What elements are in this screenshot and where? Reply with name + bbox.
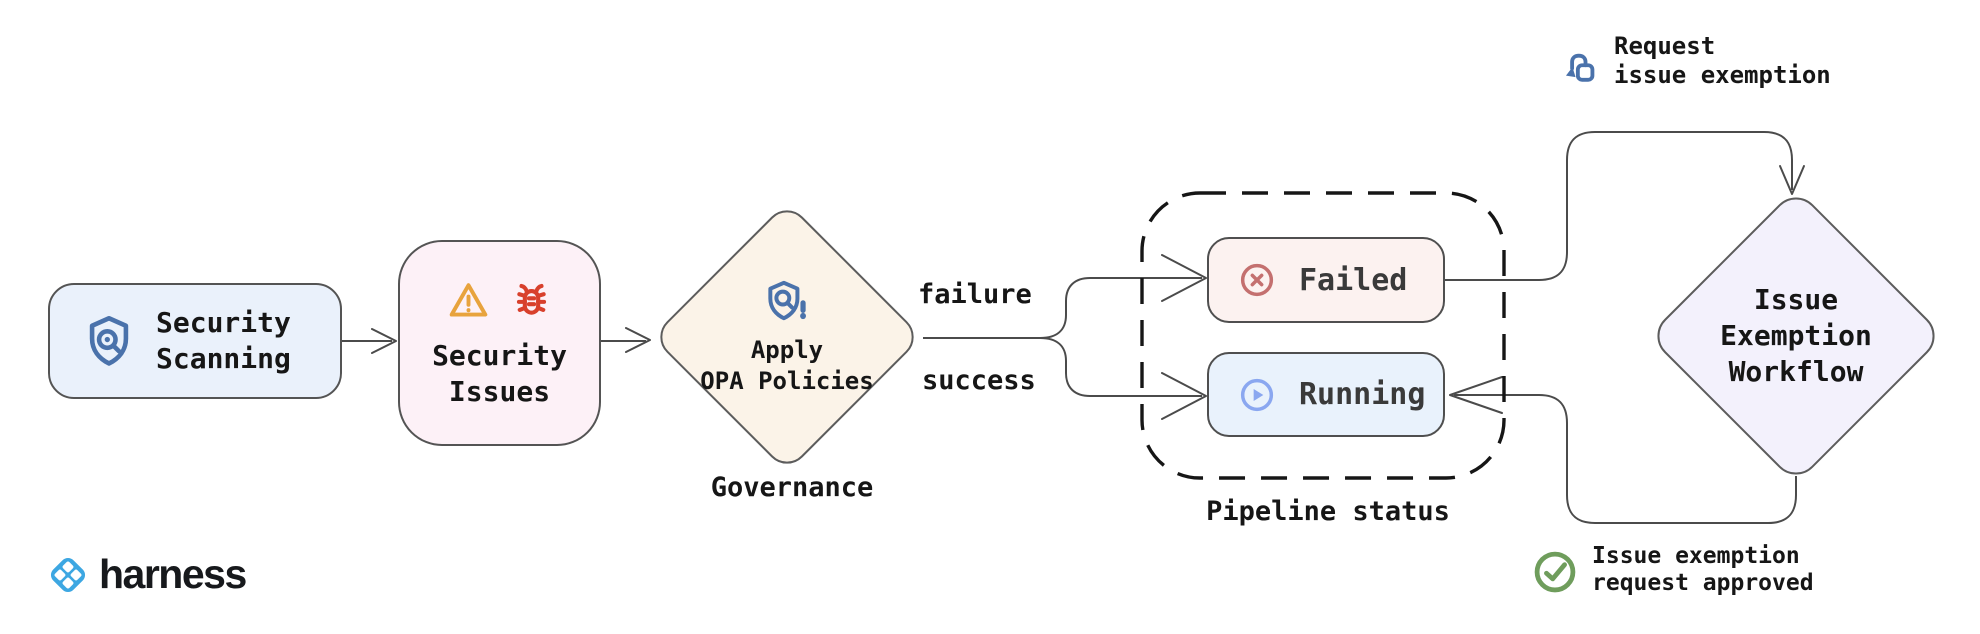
governance-caption: Governance <box>710 472 874 503</box>
node-label: Failed <box>1299 262 1408 298</box>
request-exemption-annotation: Request issue exemption <box>1556 32 1831 94</box>
node-label: Running <box>1299 377 1426 412</box>
circle-play-icon <box>1240 378 1274 411</box>
node-label: Apply OPA Policies <box>700 335 873 397</box>
edge-opa-branches <box>923 254 1207 420</box>
approved-annotation: Issue exemption request approved <box>1530 543 1814 597</box>
node-label-line: OPA Policies <box>700 367 874 395</box>
edge-exemption-to-running <box>1449 376 1797 524</box>
node-label-line: Workflow <box>1728 355 1864 388</box>
node-label-line: Security <box>432 338 567 372</box>
annotation-line: Request <box>1614 32 1716 60</box>
node-apply-opa-policies: Apply OPA Policies <box>651 201 923 473</box>
annotation-text: Issue exemption request approved <box>1592 543 1814 597</box>
hand-tap-icon <box>1565 53 1595 82</box>
harness-brand: harness <box>46 551 247 598</box>
node-security-issues: Security Issues <box>398 240 601 446</box>
node-label: Security Issues <box>432 338 567 410</box>
warning-triangle-icon <box>449 282 487 317</box>
node-label: Security Scanning <box>156 305 291 377</box>
bug-icon <box>516 283 546 315</box>
annotation-line: issue exemption <box>1614 61 1831 89</box>
node-issue-exemption-inner: Issue Exemption Workflow <box>1693 233 1899 439</box>
node-running: Running <box>1207 352 1445 437</box>
annotation-line: Issue exemption <box>1592 543 1800 569</box>
success-edge-label: success <box>922 365 1036 396</box>
circle-check-icon <box>1534 551 1576 593</box>
node-failed: Failed <box>1207 237 1445 323</box>
node-label-line: Security <box>156 306 291 339</box>
annotation-text: Request issue exemption <box>1614 32 1831 90</box>
node-label-line: Exemption <box>1720 319 1872 352</box>
edge-failed-to-exemption <box>1445 131 1805 281</box>
annotation-line: request approved <box>1592 570 1814 596</box>
node-label: Issue Exemption Workflow <box>1720 282 1872 390</box>
node-security-scanning: Security Scanning <box>48 283 342 399</box>
node-label-line: Issue <box>1753 283 1839 316</box>
node-label-line: Scanning <box>156 342 291 375</box>
edge-scanning-to-issues <box>342 328 397 354</box>
node-apply-opa-inner: Apply OPA Policies <box>693 243 881 431</box>
node-label-line: Apply <box>750 336 824 364</box>
harness-logo-text: harness <box>99 551 247 597</box>
failure-edge-label: failure <box>918 279 1032 310</box>
shield-alert-icon <box>768 280 806 321</box>
circle-x-icon <box>1240 263 1274 297</box>
pipeline-status-container <box>1140 191 1506 480</box>
shield-search-icon <box>89 315 129 366</box>
node-label-line: Issues <box>448 374 551 408</box>
harness-logo-icon <box>50 557 86 592</box>
issue-icons <box>445 277 555 324</box>
edge-issues-to-opa <box>601 327 651 353</box>
pipeline-status-caption: Pipeline status <box>1206 496 1450 527</box>
